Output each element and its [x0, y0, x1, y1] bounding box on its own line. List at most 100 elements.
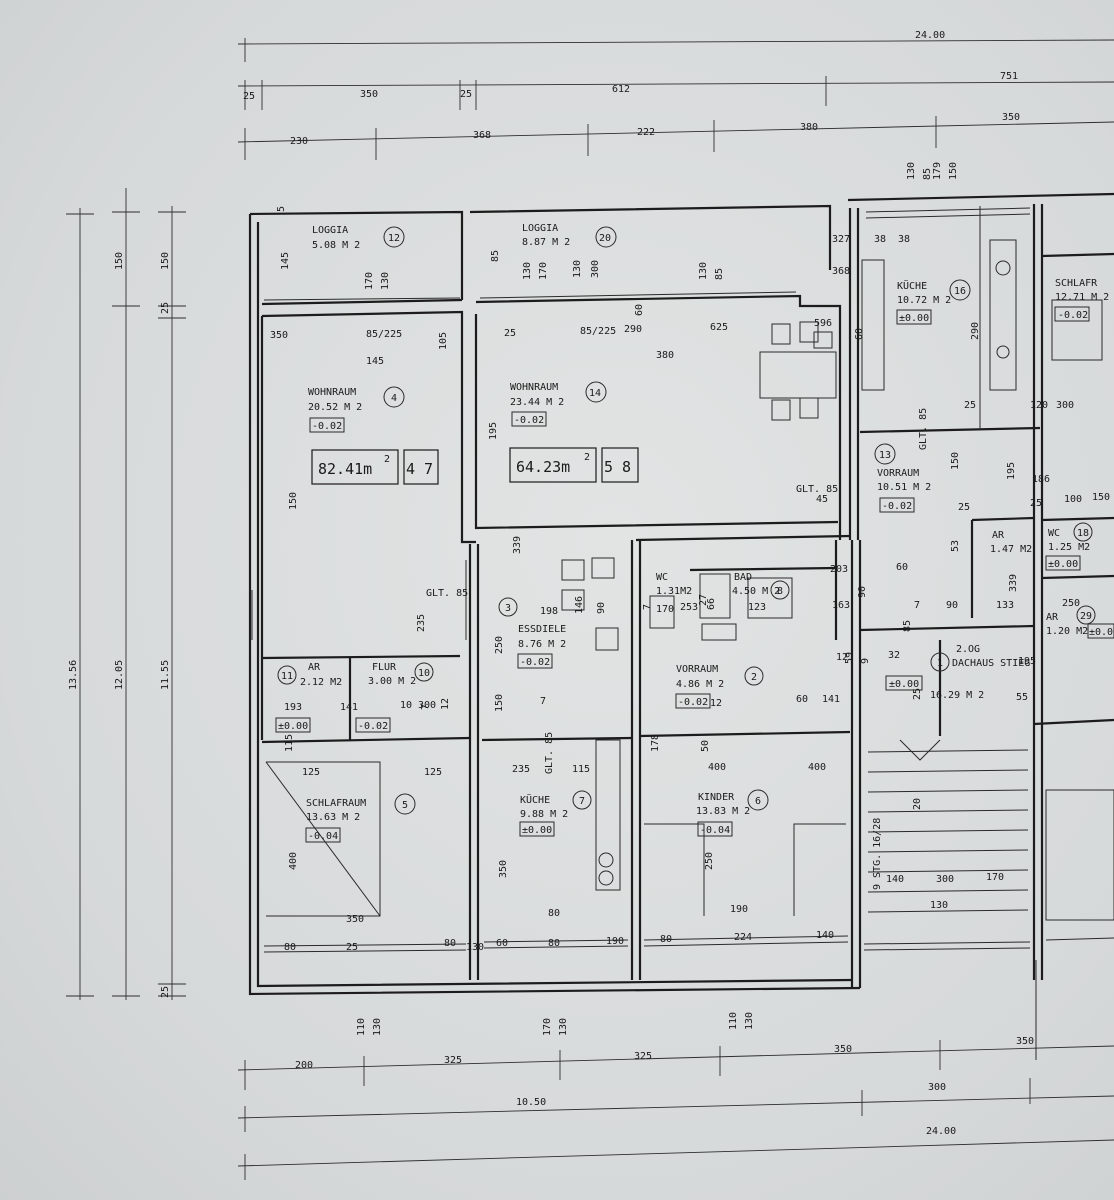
inner-dimension-label: 186: [1032, 474, 1050, 485]
dim-top1-b: 350: [360, 89, 378, 100]
inner-dimension-label: 193: [284, 702, 302, 713]
inner-dimension-label: 170: [986, 872, 1004, 883]
room-num-29: 29: [1080, 611, 1092, 622]
inner-dimension-label: 115: [284, 734, 295, 752]
dim-top2-d: 380: [800, 122, 818, 133]
dim-top1-e: 751: [1000, 71, 1018, 82]
furniture: [265, 239, 1114, 921]
inner-dimension-label: 90: [857, 586, 868, 598]
inner-dimension-label: 179: [932, 162, 943, 180]
inner-dimension-label: 66: [706, 598, 717, 610]
top-dimension-chains: 24.00 25 350 25 612 751 230 368 222 380 …: [237, 30, 1114, 160]
stair-label: 9 STG. 16/28: [872, 818, 883, 890]
room-area-wc-18: 1.25 M2: [1048, 542, 1090, 553]
dim-top2-a: 230: [290, 136, 308, 147]
inner-dimension-label: 25: [1030, 498, 1042, 509]
inner-dimension-label: 110: [356, 1018, 367, 1036]
room-area-flur-10: 3.00 M 2: [368, 676, 416, 687]
inner-dimension-label: 145: [366, 356, 384, 367]
inner-dimension-label: 170: [538, 262, 549, 280]
inner-dimension-label: 90: [946, 600, 958, 611]
inner-dimension-label: 300: [590, 260, 601, 278]
room-level-wohn-14: -0.02: [514, 415, 544, 426]
dim-left-c: 11.55: [160, 660, 171, 690]
room-level-flur-10: -0.02: [358, 721, 388, 732]
room-name-vorraum-13: VORRAUM: [877, 468, 919, 479]
room-num-8: 8: [777, 586, 783, 597]
inner-dimension-label: 178: [650, 734, 661, 752]
inner-dimension-label: 130: [572, 260, 583, 278]
inner-dimension-label: 80: [548, 908, 560, 919]
inner-dimension-label: 55: [1016, 692, 1028, 703]
room-level-ar-29: ±0.00: [1089, 627, 1114, 638]
inner-dimension-label: 60: [854, 328, 865, 340]
stair-tread: [867, 889, 1029, 893]
dim-top1-a: 25: [243, 91, 255, 102]
inner-dimension-label: 133: [996, 600, 1014, 611]
room-level-essdiele-3: -0.02: [520, 657, 550, 668]
inner-dimension-label: 141: [822, 694, 840, 705]
room-name-loggia-12: LOGGIA: [312, 225, 348, 236]
room-num-circle-20: [595, 226, 617, 248]
inner-dimension-label: 130: [698, 262, 709, 280]
room-num-circle-5: [394, 793, 416, 815]
room-level-kueche-7: ±0.00: [522, 825, 552, 836]
inner-dimension-label: 25: [346, 942, 358, 953]
inner-dimension-label: 150: [494, 694, 505, 712]
dim-top2-e: 350: [1002, 112, 1020, 123]
inner-dimension-label: 25: [504, 328, 516, 339]
inner-dimension-label: 300: [936, 874, 954, 885]
room-area-ar-29: 1.20 M2: [1046, 626, 1088, 637]
inner-dimension-label: 60: [496, 938, 508, 949]
dim-bot2-a: 300: [928, 1082, 946, 1093]
inner-dimension-label: 350: [498, 860, 509, 878]
room-name-schlafr: SCHLAFR: [1055, 278, 1098, 289]
inner-dimension-label: 45: [816, 494, 828, 505]
room-area-wc-left: 1.31M2: [656, 586, 692, 597]
inner-dimension-label: 85: [922, 168, 933, 180]
room-name-vorraum-2: VORRAUM: [676, 664, 718, 675]
unit-code-b: 5 8: [604, 458, 631, 476]
room-num-4: 4: [391, 393, 397, 404]
room-num-3: 3: [505, 603, 511, 614]
inner-dimension-label: 80: [284, 942, 296, 953]
inner-dimension-label: 290: [624, 324, 642, 335]
inner-dimension-label: 20: [912, 798, 923, 810]
inner-dimension-label: 235: [416, 614, 427, 632]
room-num-6: 6: [755, 796, 761, 807]
inner-dimension-label: 130: [380, 272, 391, 290]
inner-dimension-label: 195: [1018, 656, 1036, 667]
inner-dimension-label: 25: [964, 400, 976, 411]
room-area-kinder-6: 13.83 M 2: [696, 806, 750, 817]
inner-dimension-label: 368: [832, 266, 850, 277]
stair-tread: [867, 789, 1029, 793]
inner-dimension-label: 250: [704, 852, 715, 870]
room-name-kinder-6: KINDER: [698, 792, 735, 803]
inner-dimension-label: 25: [958, 502, 970, 513]
inner-dimension-label: 85/225: [580, 326, 616, 337]
inner-dimension-label: 195: [1006, 462, 1017, 480]
room-name-dachaus-1: DACHAUS STIEG: [952, 658, 1030, 669]
inner-dimension-label: 60: [796, 694, 808, 705]
unit-code-a: 4 7: [406, 460, 433, 478]
inner-dimension-label: 12: [836, 652, 848, 663]
room-num-2: 2: [751, 672, 757, 683]
inner-dimension-label: 25: [912, 688, 923, 700]
inner-dimension-label: 130: [372, 1018, 383, 1036]
stair-tread: [867, 809, 1029, 813]
room-name-ar-29: AR: [1046, 612, 1059, 623]
room-num-13: 13: [879, 450, 891, 461]
inner-dimension-label: 224: [734, 932, 752, 943]
room-name-kueche-7: KÜCHE: [520, 793, 550, 806]
room-area-kueche-7: 9.88 M 2: [520, 809, 568, 820]
room-name-ar-top: AR: [992, 530, 1005, 541]
dim-top1-d: 612: [612, 84, 630, 95]
room-name-wohn-14: WOHNRAUM: [510, 382, 558, 393]
unit-area-b-sup: 2: [584, 452, 590, 463]
dim-bot-overall-b: 24.00: [926, 1126, 956, 1137]
room-area-dachaus-1: 16.29 M 2: [930, 690, 984, 701]
glt-label-b: GLT. 85: [796, 484, 838, 495]
inner-dimension-label: 150: [948, 162, 959, 180]
